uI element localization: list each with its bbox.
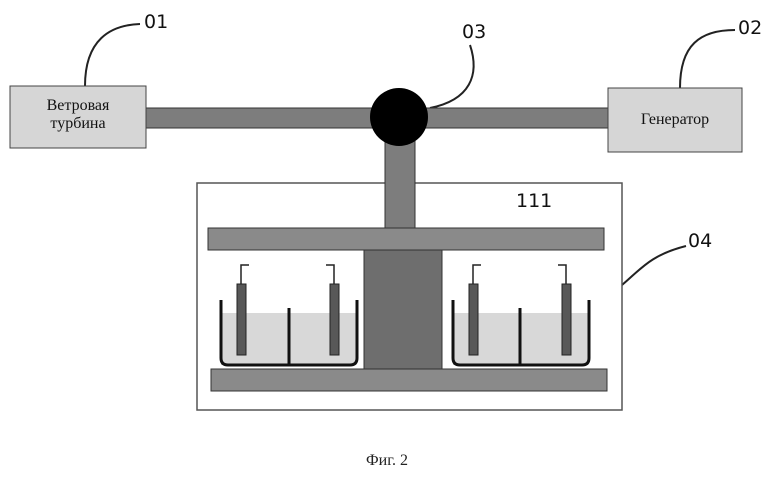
label-111: 111 — [516, 192, 552, 211]
upper-plate — [208, 228, 604, 250]
wind-turbine-label-line1: Ветровая — [10, 97, 146, 115]
figure-caption: Фиг. 2 — [366, 452, 408, 470]
leader-line-04 — [622, 246, 686, 285]
label-01: 01 — [144, 13, 168, 32]
vertical-shaft — [385, 140, 415, 237]
leader-line-03 — [430, 45, 474, 108]
left-tank-electrode-2 — [330, 284, 339, 355]
label-02: 02 — [738, 19, 762, 38]
lower-plate — [211, 369, 607, 391]
generator-label: Генератор — [608, 111, 742, 129]
leader-line-01 — [85, 24, 140, 86]
right-tank-electrode-2 — [562, 284, 571, 355]
wind-turbine-label: Ветровая турбина — [10, 97, 146, 134]
label-04: 04 — [688, 232, 712, 251]
right-tank-electrode-1 — [469, 284, 478, 355]
coupling-joint — [370, 88, 428, 146]
leader-line-02 — [680, 30, 735, 88]
wind-turbine-label-line2: турбина — [10, 115, 146, 133]
left-tank-electrode-1 — [237, 284, 246, 355]
label-03: 03 — [462, 23, 486, 42]
central-block — [364, 250, 442, 369]
